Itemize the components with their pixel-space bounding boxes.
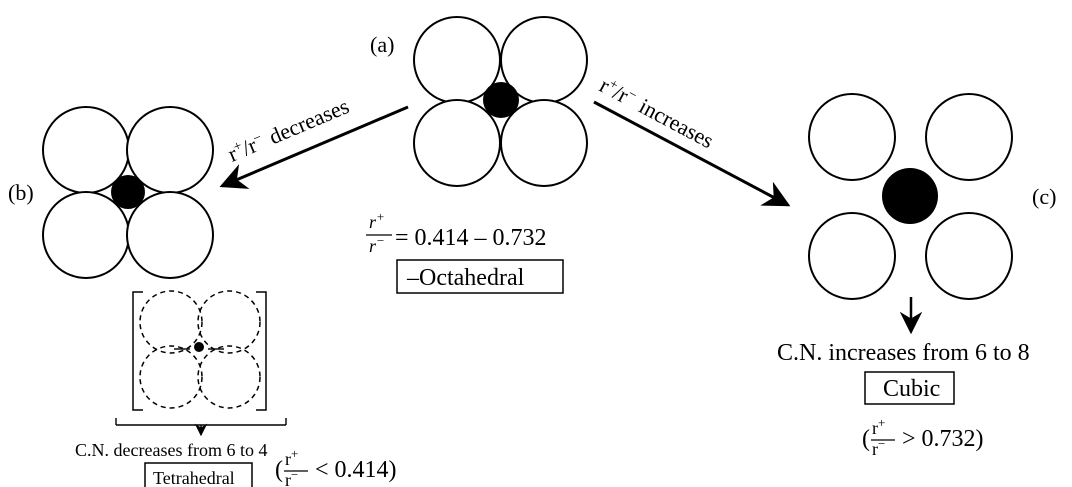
arrow-decrease: r+/r−decreases: [219, 93, 409, 189]
open-paren: (: [275, 457, 283, 483]
cubic-box: [864, 371, 955, 405]
ratio-numerator: r+: [369, 209, 385, 232]
cn-decrease-text: C.N. decreases from 6 to 4: [75, 440, 267, 460]
tetrahedral-box: [144, 462, 253, 487]
panel-a-label: (a): [370, 32, 394, 57]
anion-sphere: [126, 191, 214, 279]
cation-sphere: [194, 342, 204, 352]
anion-sphere: [925, 93, 1013, 181]
octahedral-box: [396, 259, 564, 294]
ratio-condition-b: ( r+ r− < 0.414): [275, 446, 397, 487]
panel-a-octahedral: (a) r+ r− = 0.414 – 0.732 –Octahedral: [366, 16, 588, 294]
ratio-denominator: r−: [369, 233, 385, 256]
anion-sphere: [413, 99, 501, 187]
ratio-range-text: = 0.414 – 0.732: [395, 225, 547, 251]
anion-sphere: [42, 191, 130, 279]
tetrahedral-label: Tetrahedral: [153, 468, 235, 487]
ratio-condition-text: > 0.732): [902, 426, 984, 452]
open-paren: (: [862, 426, 870, 452]
ratio-numerator: r+: [872, 415, 885, 438]
arrow-increase: r+/r−increases: [593, 72, 791, 207]
anion-sphere: [808, 212, 896, 300]
cation-sphere: [483, 82, 519, 118]
ratio-range-a: r+ r− = 0.414 – 0.732: [366, 209, 547, 256]
ratio-denominator: r−: [285, 467, 298, 487]
cn-increase-text: C.N. increases from 6 to 8: [777, 340, 1030, 366]
cation-sphere: [111, 175, 145, 209]
dashed-anion: [139, 290, 203, 354]
dashed-anion: [197, 290, 261, 354]
anion-sphere: [500, 99, 588, 187]
panel-c-label: (c): [1032, 184, 1056, 209]
panel-b-tetrahedral: (b) C.N. decreases from 6 to 4 Tetrahedr…: [8, 106, 397, 487]
anion-sphere: [808, 93, 896, 181]
ratio-numerator: r+: [285, 446, 298, 469]
ratio-condition-c: ( r+ r− > 0.732): [862, 415, 984, 459]
panel-b-label: (b): [8, 180, 34, 205]
decrease-arrow-label: r+/r−decreases: [224, 93, 352, 166]
tetrahedral-inset: [115, 290, 287, 437]
anion-sphere: [925, 212, 1013, 300]
ratio-condition-text: < 0.414): [315, 457, 397, 483]
dashed-anion: [197, 345, 261, 409]
cation-sphere: [882, 168, 938, 224]
ratio-denominator: r−: [872, 436, 885, 459]
octahedral-label: –Octahedral: [406, 265, 525, 291]
cubic-label: Cubic: [883, 376, 940, 402]
dashed-anion: [139, 345, 203, 409]
panel-c-cubic: (c) C.N. increases from 6 to 8 Cubic ( r…: [777, 93, 1056, 459]
